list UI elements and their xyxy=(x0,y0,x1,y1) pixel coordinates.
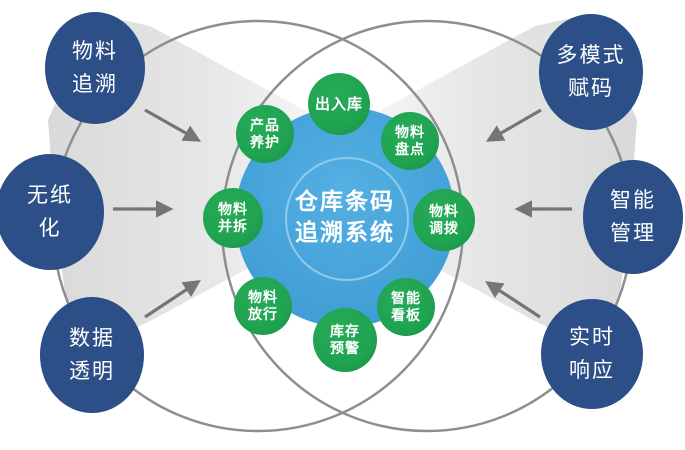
arrow-top-right xyxy=(485,108,542,142)
benefit-label-line: 无纸 xyxy=(27,183,73,207)
module-label-line: 产品 xyxy=(250,117,280,133)
module-material-merge-split: 物料 并拆 xyxy=(203,188,263,248)
benefit-label-line: 响应 xyxy=(569,358,615,382)
benefit-label-line: 智能 xyxy=(610,188,656,212)
module-label-line: 物料 xyxy=(395,124,425,140)
benefit-material-tracing: 物料 追溯 xyxy=(45,12,145,124)
benefit-paperless: 无纸 化 xyxy=(0,154,104,270)
module-allocation: 物料 调拨 xyxy=(413,189,475,251)
benefit-label-line: 物料 xyxy=(72,39,118,63)
module-stocktaking: 物料 盘点 xyxy=(381,112,439,170)
arrow-bottom-left xyxy=(144,280,201,319)
module-label-line: 调拨 xyxy=(429,220,459,236)
module-label-line: 盘点 xyxy=(395,141,425,157)
module-label-line: 放行 xyxy=(248,306,278,322)
benefit-realtime-response: 实时 响应 xyxy=(541,299,643,409)
module-label-line: 库存 xyxy=(330,323,360,339)
arrow-top-left xyxy=(144,108,202,142)
module-label-line: 智能 xyxy=(391,290,421,306)
module-stock-alert: 库存 预警 xyxy=(313,308,377,372)
module-smart-board: 智能 看板 xyxy=(377,278,435,336)
hub-title: 仓库条码 追溯系统 xyxy=(235,107,455,327)
benefit-label-line: 化 xyxy=(38,216,62,240)
benefit-data-transparency: 数据 透明 xyxy=(40,297,144,413)
benefit-label-line: 管理 xyxy=(610,221,656,245)
module-label-line: 物料 xyxy=(248,289,278,305)
arrow-bottom-right xyxy=(485,281,541,319)
benefit-smart-management: 智能 管理 xyxy=(583,160,683,274)
benefit-label-line: 实时 xyxy=(569,325,615,349)
benefit-label-line: 多模式 xyxy=(556,43,626,67)
module-label-line: 出入库 xyxy=(314,95,363,113)
hub-inner-ring xyxy=(285,157,409,281)
benefit-label-line: 数据 xyxy=(69,326,115,350)
benefit-label-line: 赋码 xyxy=(568,76,614,100)
module-material-release: 物料 放行 xyxy=(234,277,292,335)
module-label-line: 物料 xyxy=(218,201,248,217)
benefit-label-line: 追溯 xyxy=(72,72,118,96)
hub-title-line: 追溯系统 xyxy=(295,219,395,245)
benefit-multi-mode-coding: 多模式 赋码 xyxy=(539,14,643,130)
module-label-line: 预警 xyxy=(330,340,360,356)
module-label-line: 并拆 xyxy=(218,218,248,234)
module-label-line: 看板 xyxy=(391,307,421,323)
benefit-label-line: 透明 xyxy=(69,359,115,383)
hub-title-line: 仓库条码 xyxy=(295,188,395,214)
module-in-out-warehouse: 出入库 xyxy=(308,73,370,135)
module-label-line: 养护 xyxy=(250,134,280,150)
module-product-care: 产品 养护 xyxy=(236,105,294,163)
module-label-line: 物料 xyxy=(429,203,459,219)
